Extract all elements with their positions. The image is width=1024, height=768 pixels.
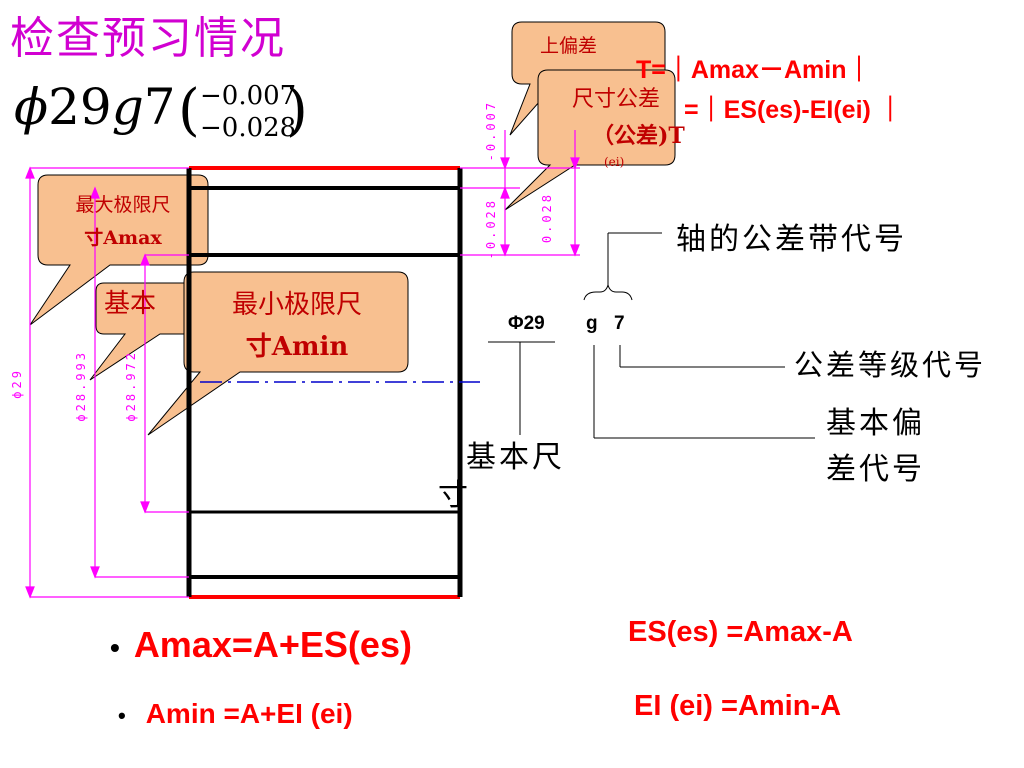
basic-size-label-1: 基本尺 (466, 440, 565, 475)
left-paren: ( (178, 78, 200, 143)
dim-label-ei: -0.028 (484, 198, 498, 260)
lower-deviation-value: −0.028 (200, 113, 297, 143)
dim-label-d28993: ϕ28.993 (74, 350, 88, 422)
tolerance-formula-line2: =｜ES(es)-EI(ei) ｜ (684, 96, 903, 124)
shaft-frame (186, 166, 480, 599)
callout-basic-label: 基本 (104, 289, 157, 319)
callout-min-line1: 最小极限尺 (231, 290, 362, 320)
basic-size-value: 29 (48, 78, 112, 136)
formula-ei: EI (ei) =Amin-A (634, 690, 842, 722)
callout-min-limit (147, 271, 409, 436)
shaft-tolerance-band-label: 轴的公差带代号 (676, 222, 907, 257)
right-paren: ) (286, 78, 308, 143)
callout-max-limit (29, 174, 209, 326)
bullet-marker: • (110, 632, 120, 663)
tolerance-formula: ϕ29g7 (14, 78, 176, 136)
bullet-amax: • Amax=A+ES(es) (110, 624, 412, 666)
code-leader-lines (488, 232, 815, 439)
grade-value: 7 (143, 78, 176, 136)
dim-label-tol: 0.028 (540, 192, 554, 244)
page-title: 检查预习情况 (10, 13, 286, 64)
phi-symbol: ϕ (14, 78, 49, 136)
callout-ei-label: (ei) (604, 155, 625, 169)
bullet-amin: • Amin =A+EI (ei) (118, 698, 353, 730)
dimension-lines (25, 130, 580, 599)
callout-size-tolerance-line2: （公差)T (592, 123, 685, 149)
tolerance-formula-line1: T=｜Amax－Amin｜ (636, 56, 872, 84)
dim-label-es: -0.007 (484, 100, 498, 162)
dim-label-d29: ϕ29 (10, 368, 24, 399)
basic-deviation-label-1: 基本偏 (826, 406, 925, 441)
callout-size-tolerance-line1: 尺寸公差 (572, 87, 661, 112)
code-seven: 7 (614, 313, 625, 334)
tolerance-grade-label: 公差等级代号 (794, 348, 987, 382)
basic-deviation-label-2: 差代号 (826, 452, 925, 487)
basic-size-label-2: 寸 (438, 478, 471, 513)
code-phi29: Φ29 (508, 313, 545, 334)
callout-max-line1: 最大极限尺 (75, 194, 171, 216)
deviation-fraction: −0.007 −0.028 (200, 80, 296, 144)
upper-deviation-value: −0.007 (200, 81, 297, 111)
callout-max-line2: 寸Amax (84, 227, 162, 249)
deviation-letter: g (111, 78, 144, 136)
bullet-amax-text: Amax=A+ES(es) (133, 624, 412, 665)
callout-min-line2: 寸Amin (245, 332, 349, 362)
dim-label-d28972: ϕ28.972 (124, 350, 138, 422)
bullet-amin-text: Amin =A+EI (ei) (145, 698, 353, 729)
code-g: g (586, 313, 598, 334)
formula-es: ES(es) =Amax-A (628, 616, 853, 648)
callout-upper-deviation-label: 上偏差 (540, 35, 598, 57)
callout-size-tolerance (504, 69, 676, 211)
bullet-marker: • (118, 703, 126, 728)
